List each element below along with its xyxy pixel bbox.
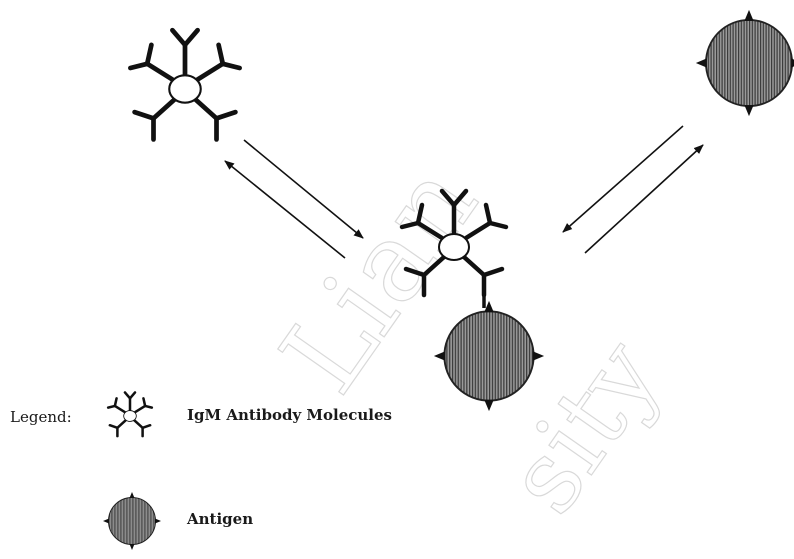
antigen-free [696, 10, 794, 116]
legend-label: Legend: [10, 408, 72, 426]
legend-igm-icon [108, 392, 152, 436]
arrow-reverse-left [225, 161, 345, 258]
legend-antigen-label: Antigen [187, 510, 253, 528]
legend-igm-label: IgM Antibody Molecules [187, 406, 392, 424]
igm-molecule-free [130, 30, 239, 139]
legend-antigen-icon [103, 492, 161, 550]
antigen-bound [434, 301, 544, 411]
arrow-forward-left [244, 140, 363, 238]
